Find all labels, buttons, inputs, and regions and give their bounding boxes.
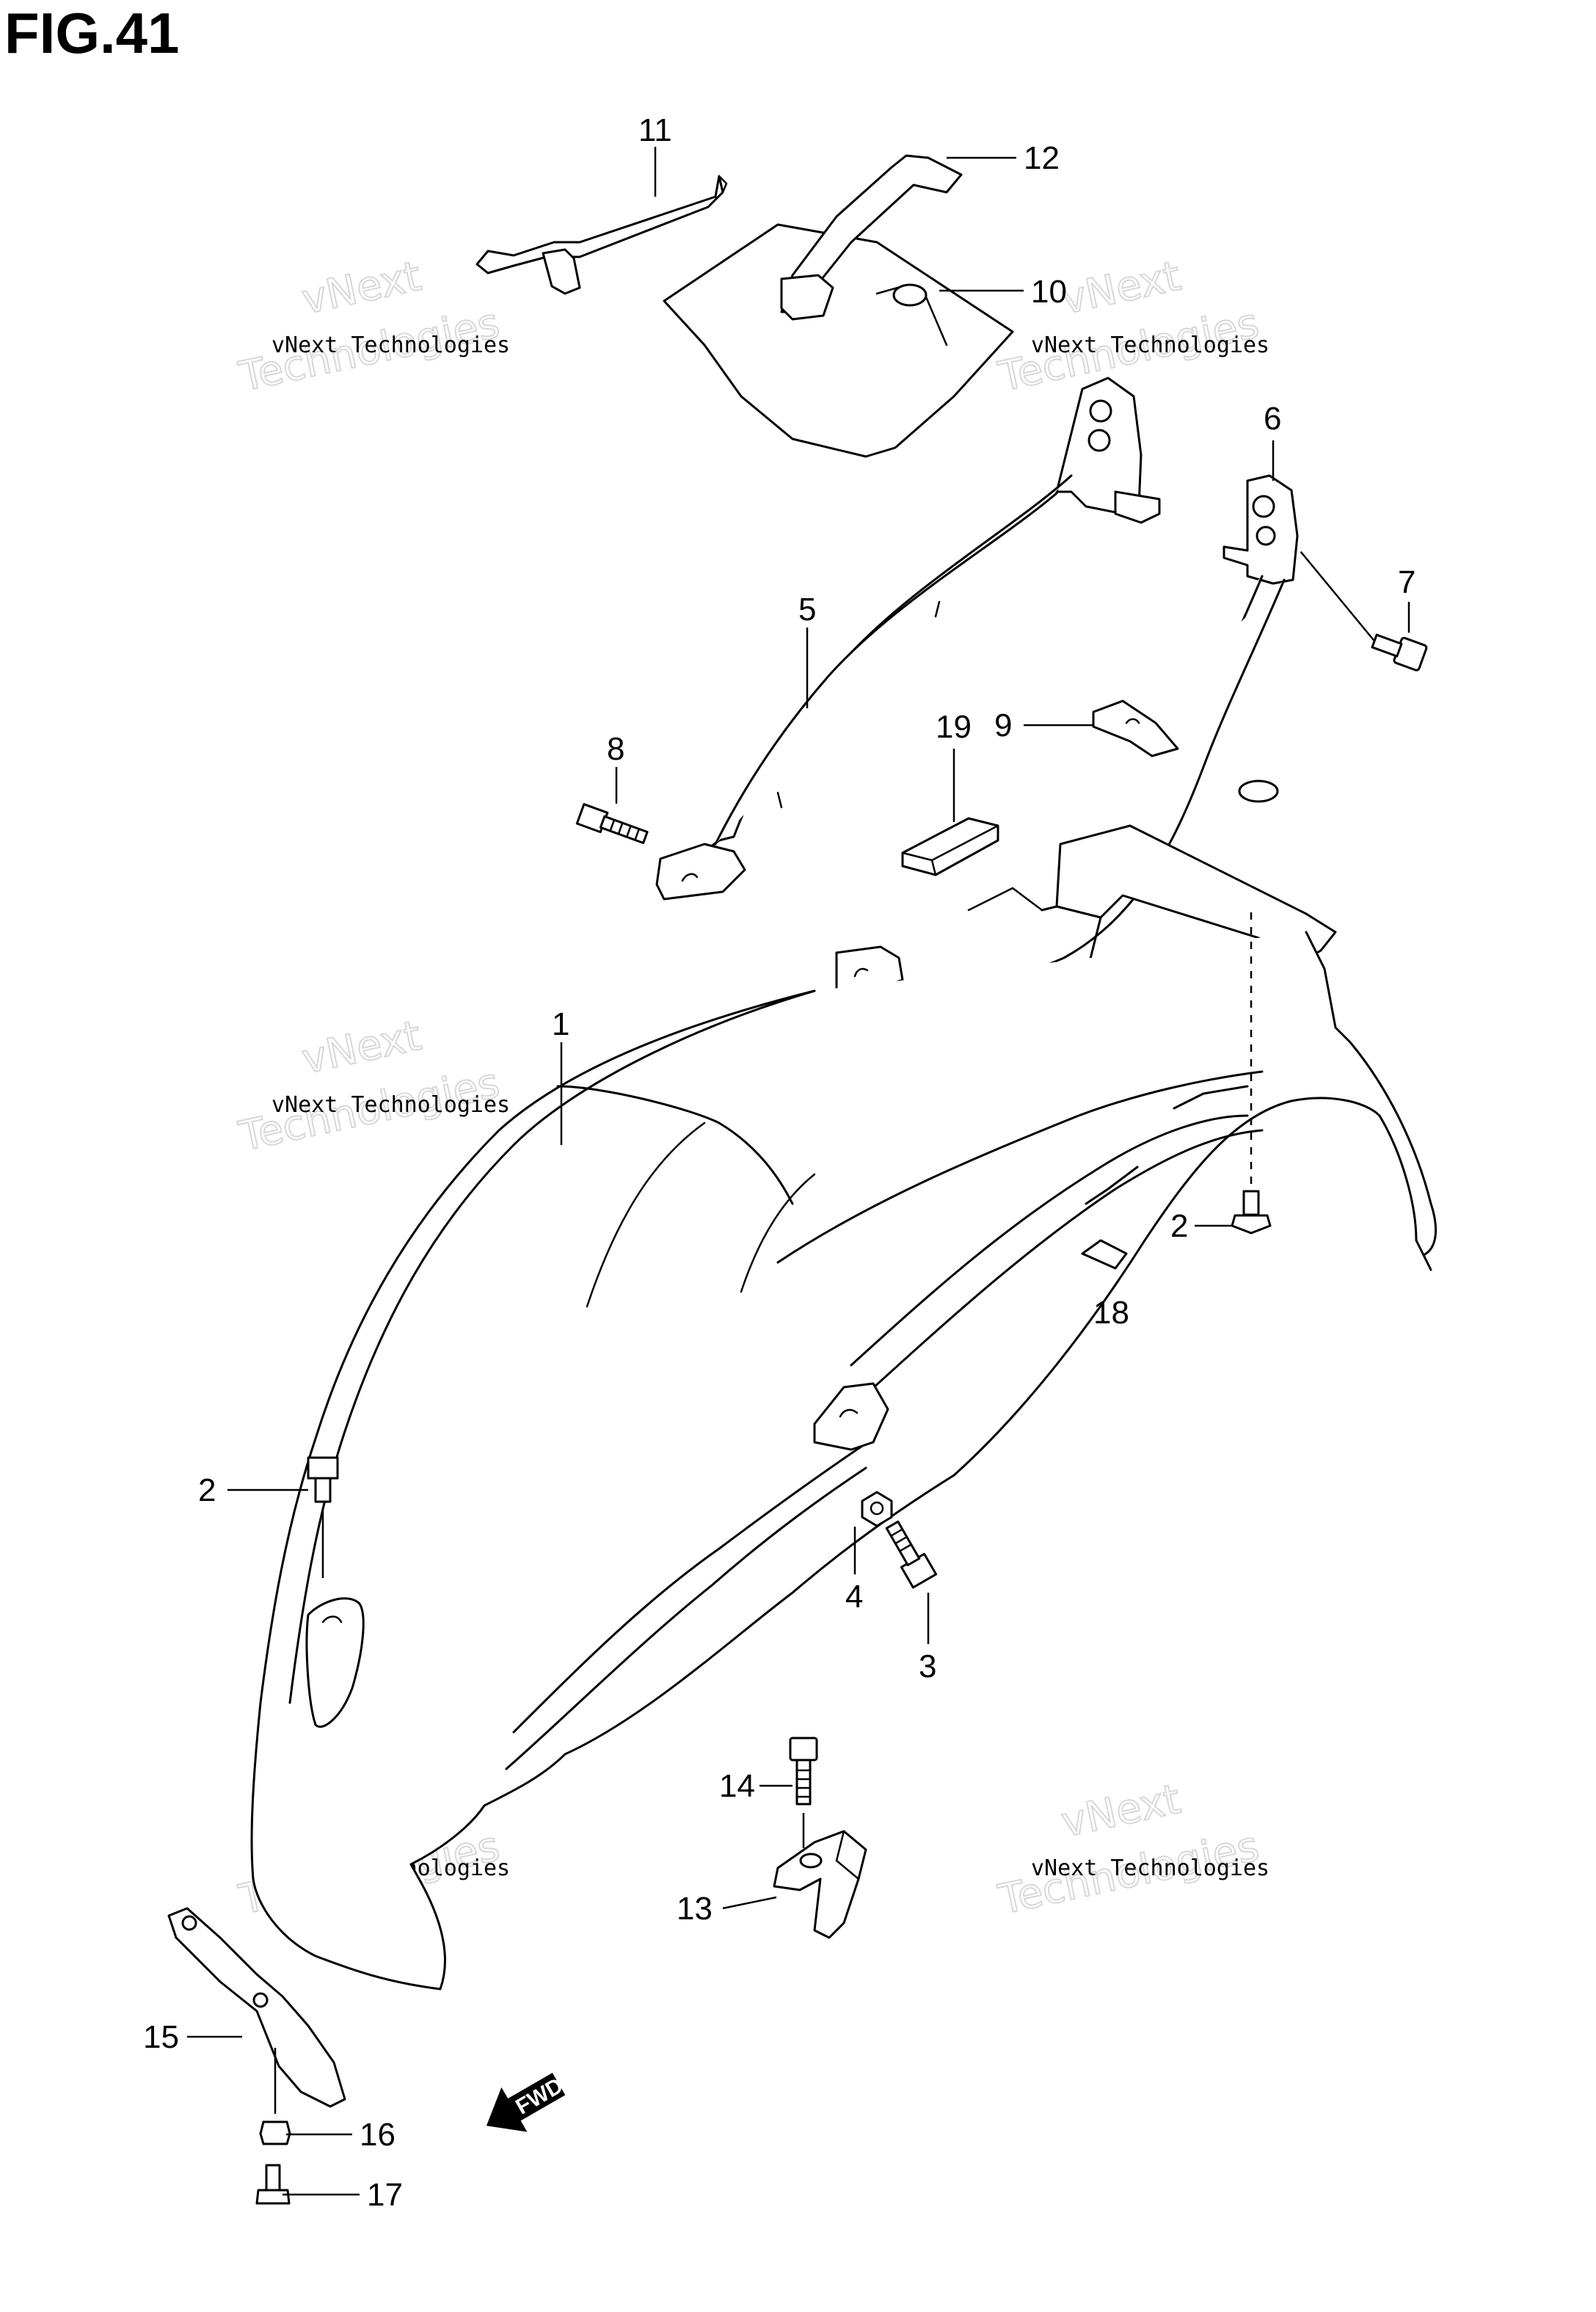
callout-5: 5 xyxy=(798,592,816,628)
fwd-label: FWD xyxy=(511,2073,567,2120)
part-1-fender xyxy=(250,931,1438,1991)
part-2-bolt-left xyxy=(307,1456,339,1578)
part-12-handle xyxy=(780,154,963,321)
callout-2-left: 2 xyxy=(198,1472,216,1508)
part-5-rail xyxy=(655,377,1161,901)
part-8-bolt xyxy=(575,803,649,845)
watermark-bottom-right-brand: vNext xyxy=(1057,1775,1185,1847)
part-11-strap xyxy=(475,175,728,295)
watermark-top-left-text: vNext Technologies xyxy=(272,332,510,358)
watermark-bottom-right-text: vNext Technologies xyxy=(1031,1855,1269,1881)
callout-16: 16 xyxy=(360,2117,396,2153)
callout-10: 10 xyxy=(1031,274,1067,310)
watermark-mid-left-brand: vNext xyxy=(298,1012,426,1084)
part-3-bolt xyxy=(885,1520,938,1589)
figure-title: FIG.41 xyxy=(4,1,179,65)
watermark-mid-left: vNext Technologies vNext Technologies xyxy=(234,1011,510,1162)
part-17-bolt xyxy=(255,2164,291,2205)
callout-18: 18 xyxy=(1093,1295,1129,1331)
callout-7: 7 xyxy=(1398,564,1415,600)
callout-12: 12 xyxy=(1024,140,1060,176)
watermark-top-left-brand: vNext xyxy=(298,252,426,324)
part-9-bracket xyxy=(1092,699,1279,803)
callout-2-right: 2 xyxy=(1170,1208,1188,1244)
part-18-tag xyxy=(1081,1239,1128,1270)
callout-4: 4 xyxy=(845,1579,863,1615)
part-16-nut xyxy=(259,2120,291,2145)
watermark-top-right-brand: vNext xyxy=(1057,252,1185,324)
watermark-mid-left-text: vNext Technologies xyxy=(272,1092,510,1118)
watermark-bottom-right: vNext Technologies vNext Technologies xyxy=(994,1775,1269,1925)
callout-3: 3 xyxy=(919,1648,936,1684)
callout-8: 8 xyxy=(607,731,624,767)
part-19-plate xyxy=(901,817,999,876)
part-10-cover xyxy=(663,223,1014,458)
leader-lines xyxy=(187,147,1410,2196)
watermark-top-right-text: vNext Technologies xyxy=(1031,332,1269,358)
callout-14: 14 xyxy=(719,1768,755,1804)
callout-labels: 11 12 10 6 7 5 8 19 9 1 2 18 2 4 3 14 13… xyxy=(143,112,1415,2213)
callout-1: 1 xyxy=(552,1006,569,1042)
callout-11: 11 xyxy=(638,112,672,148)
watermark-top-left: vNext Technologies vNext Technologies xyxy=(234,252,510,402)
callout-6: 6 xyxy=(1264,401,1281,437)
part-7-bolt xyxy=(1300,550,1428,672)
callout-15: 15 xyxy=(143,2019,179,2055)
part-14-bolt xyxy=(789,1737,818,1848)
part-2-bolt-right xyxy=(1231,909,1272,1235)
callout-9: 9 xyxy=(994,708,1012,744)
callout-17: 17 xyxy=(367,2177,403,2213)
part-4-nut xyxy=(861,1491,893,1527)
callout-19: 19 xyxy=(936,709,972,745)
part-13-clip xyxy=(773,1830,867,1939)
fwd-arrow-icon: FWD xyxy=(486,2073,567,2132)
part-15-flap xyxy=(167,1907,346,2114)
callout-13: 13 xyxy=(677,1891,713,1927)
